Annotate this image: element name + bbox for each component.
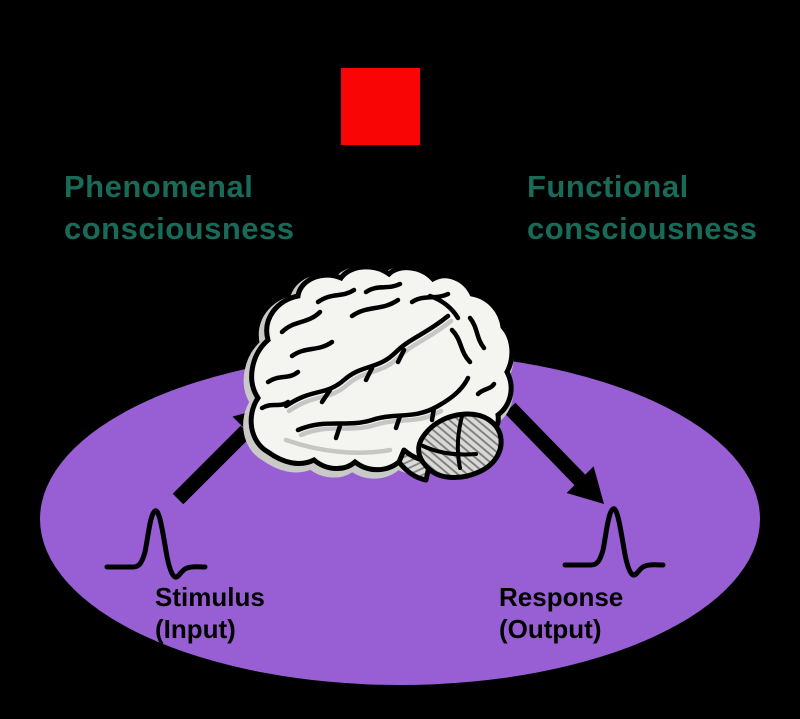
stimulus-line2: (Input) <box>155 614 236 644</box>
output-arrow-icon <box>504 402 604 504</box>
response-spike-icon <box>562 506 666 578</box>
phenomenal-line1: Phenomenal <box>64 169 254 204</box>
response-output-label: Response (Output) <box>499 581 623 645</box>
functional-line1: Functional <box>527 169 689 204</box>
phenomenal-line2: consciousness <box>64 211 295 246</box>
stimulus-input-label: Stimulus (Input) <box>155 581 265 645</box>
stimulus-spike-icon <box>104 508 208 580</box>
functional-line2: consciousness <box>527 211 758 246</box>
phenomenal-consciousness-label: Phenomenal consciousness <box>64 166 294 250</box>
red-stimulus-square-icon <box>341 68 420 145</box>
stimulus-line1: Stimulus <box>155 582 265 612</box>
response-line1: Response <box>499 582 624 612</box>
functional-domain-ellipse <box>40 353 760 685</box>
response-line2: (Output) <box>499 614 602 644</box>
brain-icon <box>243 264 515 483</box>
functional-consciousness-label: Functional consciousness <box>527 166 757 250</box>
